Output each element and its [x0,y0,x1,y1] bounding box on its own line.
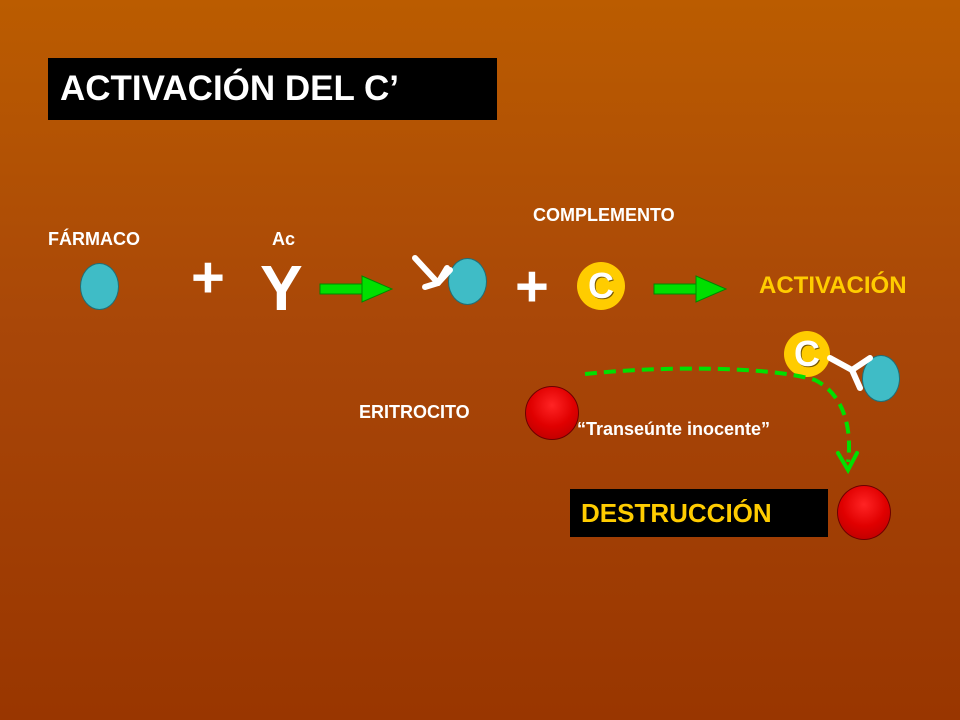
complement-circle: C [577,262,625,310]
antibody-symbol: Y [260,252,303,324]
bound-antibody-1 [412,255,453,290]
eritrocito-label: ERITROCITO [359,402,470,422]
bound-drug-molecule [862,355,900,402]
activation-label: ACTIVACIÓN [759,272,907,299]
erythrocyte [525,386,579,440]
complement-bound-letter: C [794,333,820,374]
destruction-label: DESTRUCCIÓN [570,489,828,537]
destroyed-erythrocyte [837,485,891,540]
bystander-label: “Transeúnte inocente” [577,419,771,439]
complement-bound-circle: C [784,331,830,377]
drug-molecule [80,263,119,310]
complemento-label: COMPLEMENTO [533,205,675,225]
slide-title: ACTIVACIÓN DEL C’ [48,58,497,120]
dashed-attack-arrow [584,366,859,475]
bound-antibody-2 [827,355,873,391]
reaction-arrow-2 [653,275,728,303]
complement-letter: C [588,265,614,306]
ac-label: Ac [272,229,296,249]
drug-antibody-complex-molecule [448,258,487,305]
farmaco-label: FÁRMACO [48,229,140,249]
plus-sign-2: + [515,254,549,319]
plus-sign-1: + [191,245,225,310]
reaction-arrow-1 [319,275,394,303]
